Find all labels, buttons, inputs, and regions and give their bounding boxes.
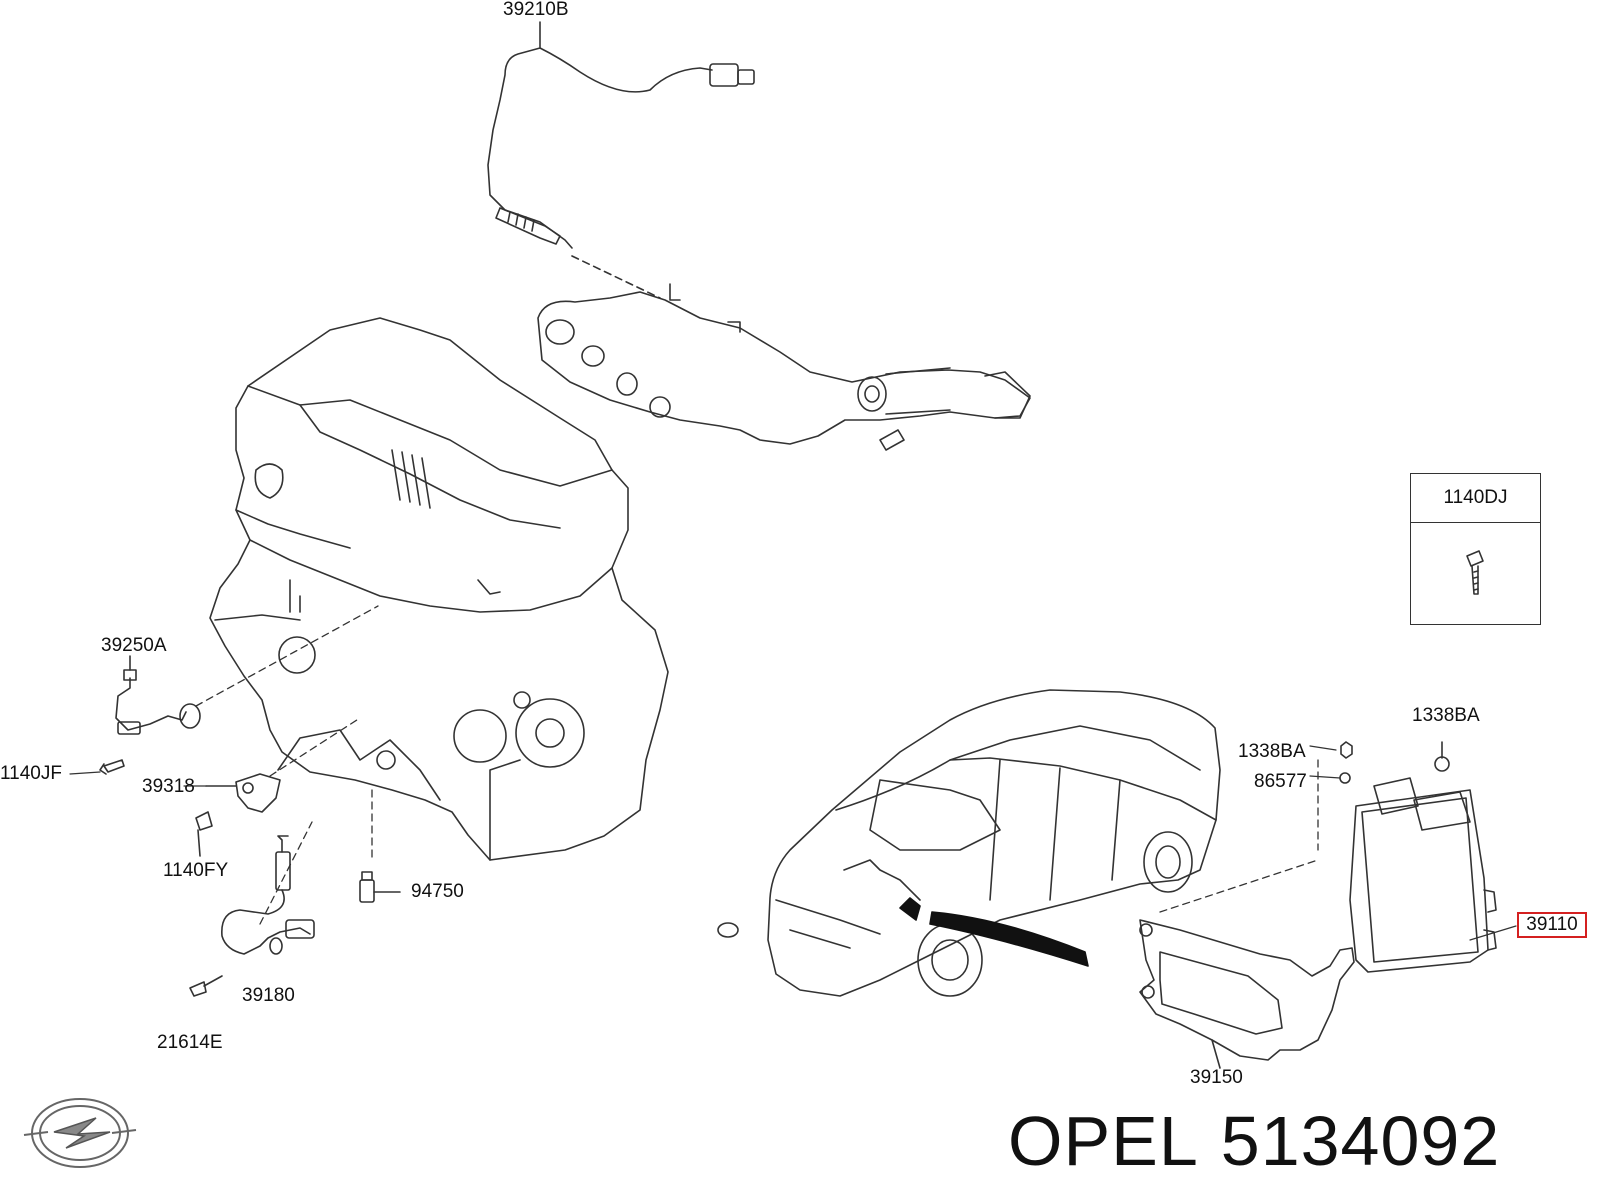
label-nut-left: 1338BA <box>1238 741 1306 762</box>
leader-lines <box>195 605 1319 925</box>
label-crank-bolt: 21614E <box>157 1032 223 1053</box>
label-cam-sensor: 39318 <box>142 776 195 797</box>
legend-part-label: 1140DJ <box>1411 474 1540 523</box>
label-knock-sensor: 39250A <box>101 635 167 656</box>
cam-position-sensor <box>205 773 281 813</box>
part-number: 5134092 <box>1220 1102 1501 1180</box>
ecu-module <box>1339 741 1497 973</box>
ecu-bracket <box>1139 919 1355 1069</box>
oxygen-sensor <box>487 21 755 299</box>
brand-name: OPEL <box>1008 1102 1199 1180</box>
label-washer: 86577 <box>1254 771 1307 792</box>
temperature-sensor <box>359 871 401 903</box>
label-pointers <box>69 745 1517 941</box>
label-cam-bolt: 1140FY <box>163 860 229 881</box>
label-temp-sensor: 94750 <box>411 881 464 902</box>
bolt-icon <box>1466 550 1484 595</box>
ecu-location-arrow <box>929 911 1089 967</box>
car-illustration <box>717 689 1221 997</box>
label-nut-right: 1338BA <box>1412 705 1480 726</box>
exhaust-manifold <box>537 283 1031 451</box>
crank-position-sensor <box>221 835 315 955</box>
label-knock-bolt: 1140JF <box>0 763 62 784</box>
knock-sensor <box>115 655 201 735</box>
label-oxygen-sensor: 39210B <box>503 0 569 20</box>
opel-logo <box>23 1098 137 1168</box>
bolt-icon <box>99 759 223 997</box>
legend-box: 1140DJ <box>1410 473 1541 625</box>
label-ecu-highlight: 39110 <box>1517 912 1587 938</box>
engine-block <box>209 317 669 861</box>
label-bracket: 39150 <box>1190 1067 1243 1088</box>
label-crank-sensor: 39180 <box>242 985 295 1006</box>
